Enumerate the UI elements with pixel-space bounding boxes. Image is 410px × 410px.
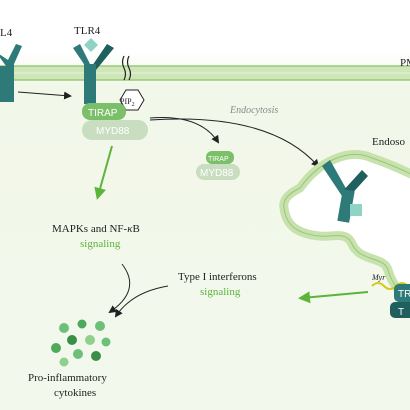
tirap-free-label: TIRAP: [208, 156, 229, 163]
arrow-to-endosome: [149, 118, 320, 168]
myd88-label: MYD88: [96, 126, 130, 137]
cytokine-dot: [67, 335, 77, 345]
cytokine-dot: [101, 337, 111, 347]
arrow-ifn-to-cytokines: [114, 285, 169, 318]
pip2-label: PIP2: [120, 97, 135, 108]
tlr4-receptor-center: [73, 38, 114, 104]
arrow-interferon-signaling: [298, 291, 369, 304]
cytokines-label-line2: cytokines: [54, 387, 96, 399]
myr-label: Myr: [371, 273, 386, 282]
myd88-free: [196, 164, 240, 180]
type1-ifn-label: Type I interferons: [178, 271, 257, 283]
tirap-adaptor: [82, 103, 126, 120]
tram-adaptor: [394, 284, 410, 302]
tlr4-receptor-left: [0, 44, 22, 102]
myr-anchor: [371, 282, 409, 290]
cytokine-dot: [59, 323, 69, 333]
tlr4-receptor-endosome: [322, 160, 368, 223]
ligand-diamond-icon: [84, 38, 98, 52]
tirap-label: TIRAP: [88, 108, 118, 119]
trif-adaptor: [390, 302, 410, 318]
endocytosis-label: Endocytosis: [229, 105, 278, 116]
endosome-label: Endoso: [372, 136, 406, 148]
cytokine-dot: [51, 343, 61, 353]
cytokine-dot: [73, 349, 83, 359]
tirap-free: [206, 151, 234, 164]
cytokine-dot: [95, 321, 105, 331]
tram-label: TR: [398, 289, 410, 300]
arrow-mapk-to-cytokines: [108, 263, 131, 314]
plasma-membrane: [0, 65, 410, 81]
arrow-mapk-signaling: [94, 145, 113, 200]
trif-label: T: [398, 307, 404, 318]
mapks-label: MAPKs and NF-κB: [52, 223, 140, 235]
pip2-lipid: PIP2: [119, 55, 145, 111]
arrow-receptor-to-receptor: [17, 91, 72, 100]
myd88-free-label: MYD88: [200, 168, 234, 179]
signaling-label-2: signaling: [200, 286, 241, 298]
endosome: [279, 150, 410, 302]
plasma-membrane-label: PM: [400, 57, 410, 69]
cytokine-dot: [85, 335, 95, 345]
ligand-square-icon: [350, 204, 362, 216]
tlr4-label: TLR4: [74, 25, 101, 37]
myd88-adaptor: [82, 120, 148, 140]
arrow-to-free-adaptors: [149, 117, 220, 144]
signaling-label-1: signaling: [80, 238, 121, 250]
tlr4-left-label: L4: [0, 27, 13, 39]
cytokines-label-line1: Pro-inflammatory: [28, 372, 107, 384]
cytokine-dot: [77, 319, 87, 329]
cytokine-dot: [59, 357, 69, 367]
cytokine-dot: [91, 351, 101, 361]
cytokine-dots: [51, 319, 111, 367]
